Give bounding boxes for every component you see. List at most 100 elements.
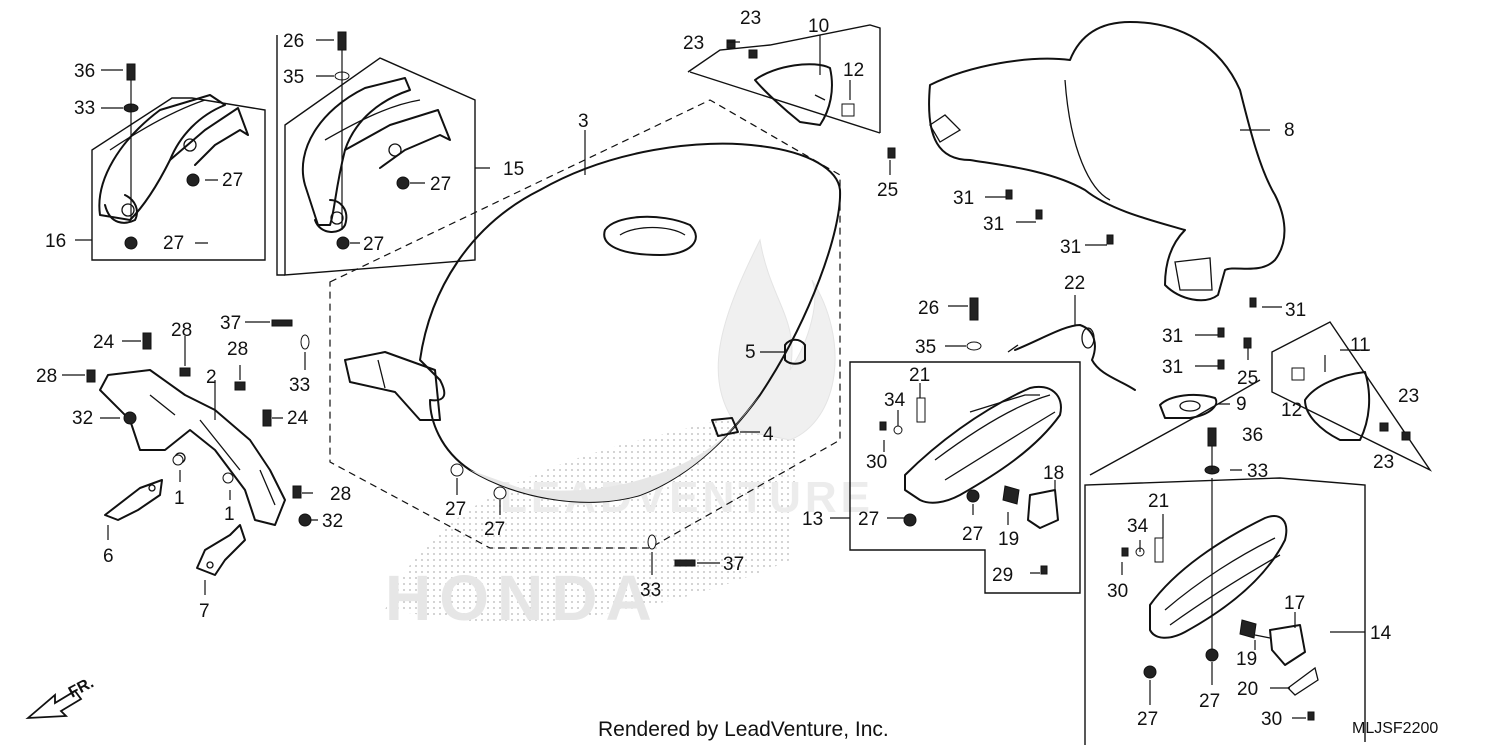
callout-24: 24: [287, 408, 309, 429]
callout-14: 14: [1370, 623, 1392, 644]
callout-33: 33: [74, 98, 95, 119]
bolt-24a: [142, 332, 152, 350]
callout-19: 19: [1236, 649, 1257, 670]
callout-11: 11: [1350, 335, 1370, 356]
callout-27: 27: [962, 524, 983, 545]
nut-27g: [903, 513, 917, 527]
callout-25: 25: [877, 180, 898, 201]
nut-27d: [336, 236, 350, 250]
frame-grab-rail-15: [284, 57, 476, 276]
callout-23: 23: [1398, 386, 1419, 407]
seat-front-bracket: [344, 351, 441, 421]
callout-31: 31: [983, 214, 1004, 235]
callout-33: 33: [1247, 461, 1268, 482]
callout-5: 5: [745, 342, 756, 363]
callout-21: 21: [909, 365, 930, 386]
callout-28: 28: [36, 366, 57, 387]
callout-8: 8: [1284, 120, 1295, 141]
callout-30: 30: [866, 452, 887, 473]
seat-grab-handle: [603, 215, 697, 256]
grab-rail-16[interactable]: [98, 94, 249, 224]
nut-27f: [493, 486, 507, 500]
release-cable-22[interactable]: [1007, 324, 1136, 391]
callout-28: 28: [227, 339, 248, 360]
pillion-pad-13[interactable]: [904, 385, 1062, 504]
screw-30a: [879, 421, 887, 431]
washer-33d: [647, 534, 657, 550]
callout-12: 12: [1281, 400, 1302, 421]
bolt-26b: [969, 297, 979, 321]
callout-24: 24: [93, 332, 115, 353]
frame-grab-rail-16: [91, 97, 266, 261]
callout-31: 31: [1285, 300, 1306, 321]
callout-1: 1: [224, 504, 235, 525]
nut-27i: [1205, 648, 1219, 662]
main-seat-assembly[interactable]: [344, 142, 842, 503]
drawing-code: MLJSF2200: [1352, 720, 1439, 737]
callout-22: 22: [1064, 273, 1085, 294]
callout-27: 27: [430, 174, 451, 195]
stay-6[interactable]: [104, 479, 163, 521]
frame-lid-11: [1271, 321, 1433, 472]
callout-16: 16: [45, 231, 66, 252]
nut-27j: [1143, 665, 1157, 679]
grommet-1a: [172, 454, 184, 466]
cushion-4[interactable]: [711, 417, 739, 437]
callout-21: 21: [1148, 491, 1169, 512]
rear-frame-bracket-2[interactable]: [99, 369, 286, 526]
clip-28a: [86, 369, 96, 383]
callout-9: 9: [1236, 394, 1247, 415]
clip-28d: [292, 485, 302, 499]
nut-27h: [966, 489, 980, 503]
pillion-pad-14[interactable]: [1149, 515, 1288, 639]
stay-20[interactable]: [1287, 666, 1319, 696]
rendered-by-credit: Rendered by LeadVenture, Inc.: [598, 718, 889, 741]
seat-cover-8[interactable]: [928, 21, 1286, 302]
nut-27a: [186, 173, 200, 187]
callout-31: 31: [1060, 237, 1081, 258]
cushion-5[interactable]: [784, 338, 806, 365]
callout-29: 29: [992, 565, 1013, 586]
callout-36: 36: [1242, 425, 1263, 446]
cover-11[interactable]: [1304, 371, 1371, 441]
spring-19a: [1002, 485, 1020, 505]
seat-latch-9[interactable]: [1159, 393, 1218, 419]
callout-30: 30: [1107, 581, 1128, 602]
clip-25a: [887, 147, 896, 159]
frame-saddlebag-13: [849, 361, 1081, 594]
bolt-37b: [674, 559, 696, 567]
stay-7[interactable]: [196, 524, 246, 576]
grommet-1b: [222, 472, 234, 484]
clip-21b: [1154, 537, 1164, 563]
main-seat: [419, 142, 842, 503]
callout-7: 7: [199, 601, 210, 622]
callout-2: 2: [206, 367, 217, 388]
callout-27: 27: [163, 233, 184, 254]
screw-12b: [1291, 367, 1305, 381]
callout-18: 18: [1043, 463, 1064, 484]
washer-33c: [300, 334, 310, 350]
spring-19b: [1239, 619, 1257, 639]
lock-17[interactable]: [1254, 624, 1306, 666]
cover-10[interactable]: [754, 63, 833, 126]
callout-26: 26: [918, 298, 939, 319]
screw-31b: [1035, 209, 1043, 220]
callout-27: 27: [445, 499, 466, 520]
screw-30b: [1121, 547, 1129, 557]
callout-31: 31: [1162, 326, 1183, 347]
callout-1: 1: [174, 488, 185, 509]
nut-27e: [450, 463, 464, 477]
watermark-flame-icon: [717, 238, 836, 441]
callout-31: 31: [953, 188, 974, 209]
lock-18[interactable]: [1027, 489, 1059, 529]
clip-21a: [916, 397, 926, 423]
screw-31c: [1106, 234, 1114, 245]
callout-34: 34: [1127, 516, 1149, 537]
frame-saddlebag-14: [1084, 477, 1366, 745]
screw-23a: [726, 39, 736, 49]
grab-rail-15[interactable]: [301, 77, 451, 233]
bolt-24b: [262, 409, 272, 427]
fasteners: [86, 31, 1411, 721]
